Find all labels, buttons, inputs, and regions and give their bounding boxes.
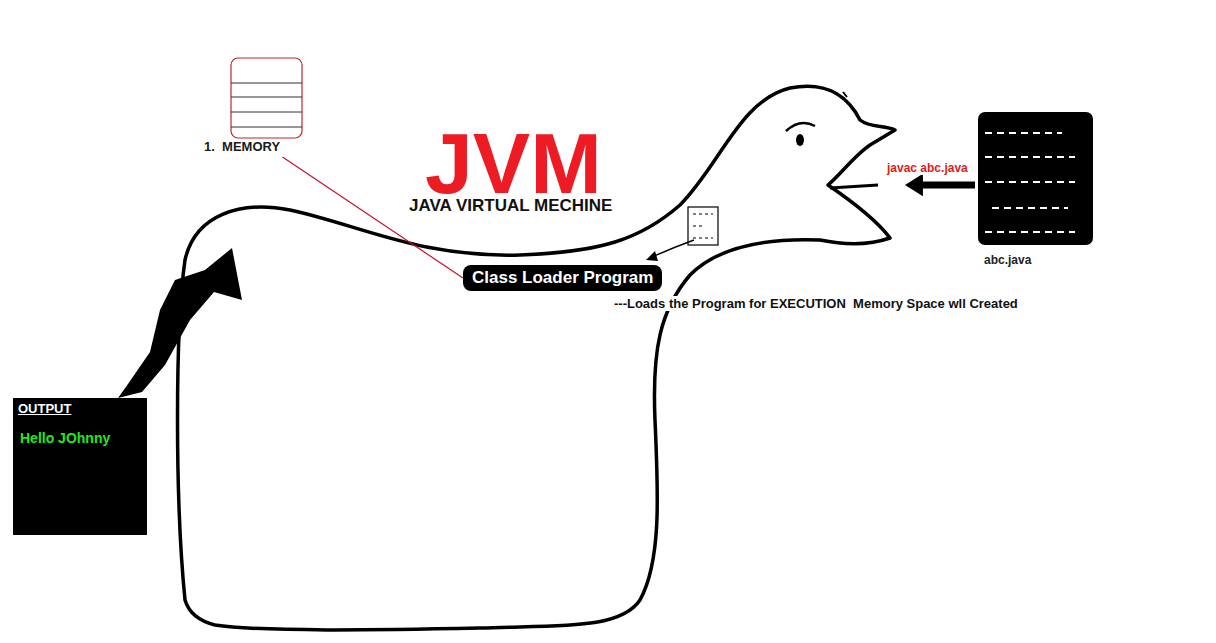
head-mark	[843, 92, 847, 97]
jvm-subtitle: JAVA VIRTUAL MECHINE	[409, 196, 612, 216]
source-file: abc.java	[975, 110, 1100, 275]
eye	[796, 134, 804, 146]
source-file-box	[978, 112, 1093, 245]
eyebrow	[786, 123, 815, 131]
doc-lines	[693, 214, 713, 238]
output-heading: OUTPUT	[18, 401, 71, 416]
memory-label: 1. MEMORY	[204, 139, 280, 154]
class-loader-box: Class Loader Program	[463, 265, 662, 291]
output-text: Hello JOhnny	[20, 430, 110, 446]
memory-box	[231, 58, 302, 138]
load-arrow	[652, 240, 694, 257]
source-lines	[985, 133, 1075, 232]
mouth-line	[830, 185, 878, 188]
loader-note: ---Loads the Program for EXECUTION Memor…	[612, 296, 1020, 311]
arrowhead	[905, 174, 923, 196]
output-box: OUTPUT Hello JOhnny	[13, 398, 147, 535]
jvm-heading: JVM	[425, 120, 602, 206]
compile-arrow	[921, 182, 975, 189]
memory-rows	[231, 83, 302, 127]
load-arrowhead	[646, 251, 658, 261]
compile-command: javac abc.java	[886, 161, 969, 175]
source-file-label: abc.java	[984, 253, 1031, 267]
jvm-outline	[178, 86, 896, 630]
bytecode-doc	[688, 207, 718, 245]
memory-block: 1. MEMORY	[200, 55, 310, 157]
jvm-body: JVMJAVA VIRTUAL MECHINE Class Loader Prog…	[165, 80, 905, 636]
class-loader-label: Class Loader Program	[472, 268, 653, 288]
